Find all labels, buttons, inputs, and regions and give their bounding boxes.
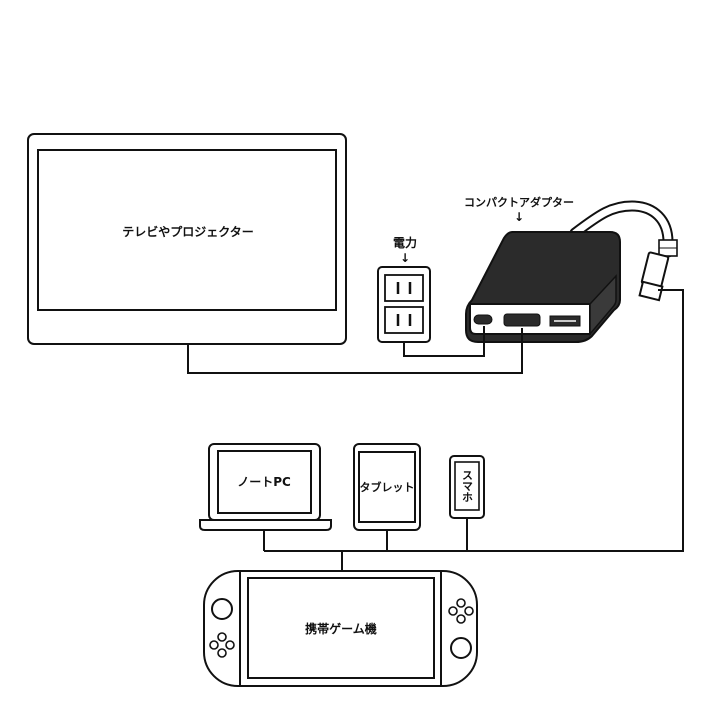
smartphone: [449, 455, 485, 519]
adapter-label: コンパクトアダプター: [464, 195, 574, 209]
adapter-body: [465, 231, 621, 343]
power-outlet: [377, 266, 431, 343]
tv-monitor: [27, 133, 347, 345]
power-arrow: ↓: [400, 251, 410, 265]
laptop: [199, 443, 332, 531]
adapter-cable: [569, 200, 678, 302]
laptop-label: ノートPC: [237, 475, 291, 489]
tablet-label: タブレット: [360, 480, 415, 494]
connection-lines: [187, 289, 684, 571]
tablet: [353, 443, 421, 531]
adapter-arrow: ↓: [514, 210, 524, 224]
game-label: 携帯ゲーム機: [305, 621, 377, 636]
game-console: [203, 570, 478, 687]
phone-label: スマホ: [461, 470, 474, 503]
tv-label: テレビやプロジェクター: [122, 224, 254, 239]
power-label: 電力: [393, 235, 417, 250]
